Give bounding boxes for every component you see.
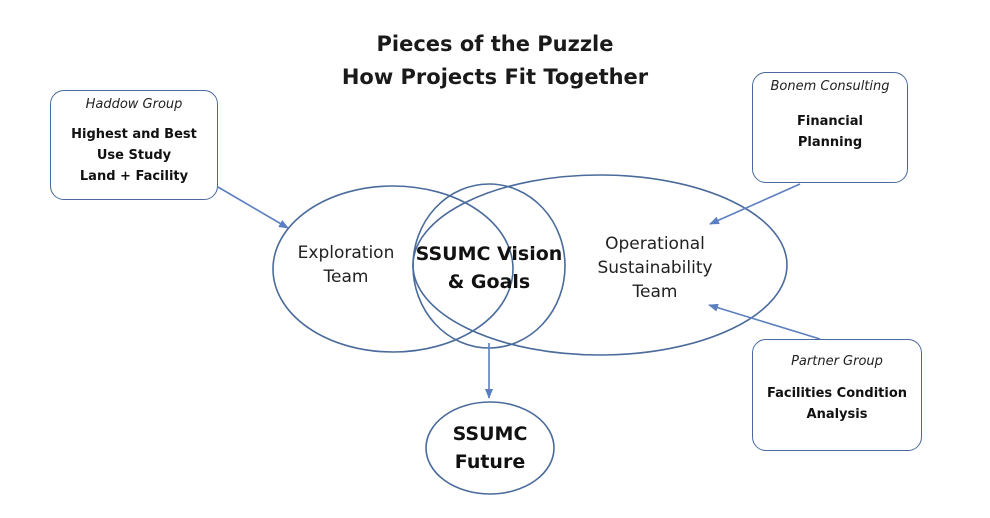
partner-desc-line-1: Facilities Condition (766, 386, 908, 401)
haddow-desc-line-3: Land + Facility (79, 169, 189, 184)
haddow-group-vendor: Haddow Group (85, 97, 183, 112)
exploration-label-line-2: Team (323, 267, 369, 287)
haddow-group-description: Highest and Best Use Study Land + Facili… (51, 124, 217, 187)
partner-group-description: Facilities Condition Analysis (753, 383, 921, 425)
operational-label-line-3: Team (632, 282, 678, 302)
title-line-2: How Projects Fit Together (341, 65, 649, 89)
vision-label-line-1: SSUMC Vision (415, 243, 563, 265)
future-label-line-1: SSUMC (452, 423, 528, 445)
exploration-team-ellipse (272, 185, 514, 353)
diagram-title: Pieces of the Puzzle How Projects Fit To… (0, 28, 990, 94)
haddow-group-box: Haddow Group Highest and Best Use Study … (50, 90, 218, 200)
bonem-consulting-description: Financial Planning (753, 111, 907, 153)
bonem-desc-line-2: Planning (797, 135, 863, 150)
operational-label-line-1: Operational (605, 234, 705, 254)
exploration-label-line-1: Exploration (297, 243, 395, 263)
vision-label-line-2: & Goals (447, 271, 531, 293)
arrow-haddow-to-exploration (217, 186, 289, 229)
bonem-desc-line-1: Financial (796, 114, 863, 129)
future-label-line-2: Future (454, 451, 526, 473)
operational-label-line-2: Sustainability (597, 258, 713, 278)
arrow-partner-to-operational (708, 303, 821, 340)
haddow-desc-line-2: Use Study (96, 148, 172, 163)
bonem-consulting-box: Bonem Consulting Financial Planning (752, 72, 908, 183)
exploration-team-label: Exploration Team (286, 241, 406, 289)
partner-desc-line-2: Analysis (806, 407, 868, 422)
bonem-consulting-vendor: Bonem Consulting (770, 79, 890, 94)
partner-group-vendor: Partner Group (791, 354, 883, 369)
partner-group-box: Partner Group Facilities Condition Analy… (752, 339, 922, 451)
ssumc-future-ellipse (425, 401, 555, 495)
arrow-bonem-to-operational (709, 183, 801, 225)
title-line-1: Pieces of the Puzzle (376, 32, 614, 56)
operational-team-label: Operational Sustainability Team (580, 232, 730, 304)
ssumc-future-label: SSUMC Future (430, 420, 550, 476)
haddow-desc-line-1: Highest and Best (71, 127, 197, 142)
vision-goals-label: SSUMC Vision & Goals (414, 240, 564, 296)
